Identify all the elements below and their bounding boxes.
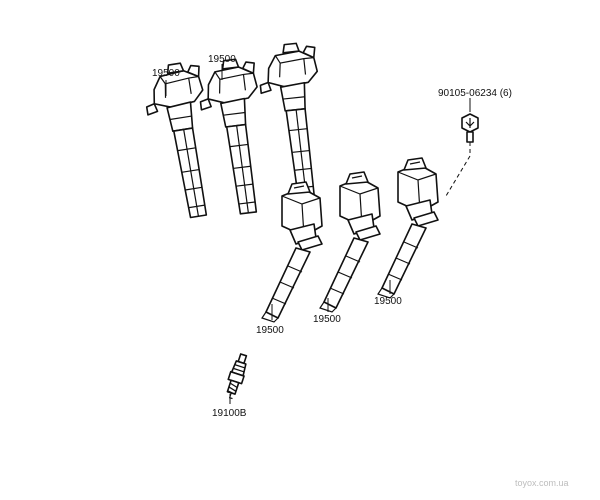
bolt-icon [461,113,479,143]
label-coil-top-2: 19500 [208,54,236,65]
label-spark-plug: 19100B [212,408,247,419]
coil-top-middle [195,56,273,218]
label-coil-lower-3: 19500 [374,296,402,307]
coil-lower-right [377,157,439,299]
coil-top-right [255,40,331,202]
label-coil-top-1: 19500 [152,68,180,79]
spark-plug-icon [226,353,248,400]
bolt-dashed-line [445,142,471,197]
coil-lower-middle [319,171,381,313]
coil-lower-left [261,181,323,323]
watermark: toyox.com.ua [515,478,569,488]
label-coil-lower-2: 19500 [313,314,341,325]
label-bolt: 90105-06234 (6) [438,88,512,99]
label-coil-lower-1: 19500 [256,325,284,336]
